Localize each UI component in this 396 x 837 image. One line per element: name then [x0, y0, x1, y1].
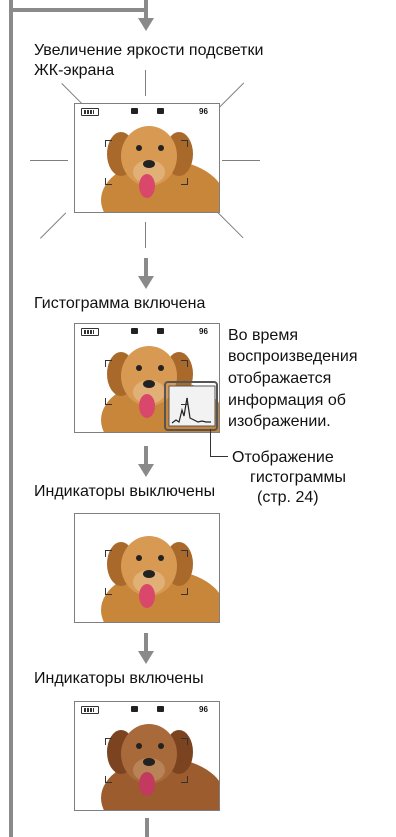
flow-connector-bottom [145, 818, 149, 837]
quality-icon [157, 706, 164, 712]
battery-icon [81, 328, 99, 336]
image-size-icon [131, 108, 138, 114]
note-line: воспроизведения [228, 348, 358, 365]
battery-icon [81, 108, 99, 116]
note-line: изображении. [228, 413, 331, 430]
ray [217, 212, 244, 239]
focus-frame-icon [181, 776, 188, 783]
focus-frame-icon [105, 140, 112, 147]
focus-frame-icon [105, 178, 112, 185]
battery-icon [81, 706, 99, 714]
lcd-screen-no-indicators [74, 513, 220, 623]
focus-frame-icon [181, 398, 188, 405]
ray [218, 82, 245, 109]
focus-frame-icon [105, 588, 112, 595]
focus-frame-icon [105, 398, 112, 405]
note-line: информация об [228, 392, 346, 409]
ray [222, 160, 260, 161]
image-size-icon [131, 706, 138, 712]
focus-frame-icon [181, 140, 188, 147]
caption-indicators-on: Индикаторы включены [34, 670, 204, 687]
callout-leader [210, 456, 228, 457]
focus-frame-icon [105, 550, 112, 557]
focus-frame-icon [105, 776, 112, 783]
callout-leader [210, 429, 211, 456]
caption-brightness-line1: Увеличение яркости подсветки [34, 42, 264, 59]
focus-frame-icon [181, 550, 188, 557]
image-count: 96 [199, 327, 208, 336]
lcd-screen-indicators: 96 [74, 701, 220, 811]
flow-frame-left [9, 0, 13, 837]
arrow-down-icon [138, 446, 154, 478]
note-line: отображается [228, 370, 332, 387]
callout-text: (стр. 24) [257, 489, 319, 506]
arrow-down-icon [138, 258, 154, 290]
caption-indicators-off: Индикаторы выключены [34, 483, 216, 500]
arrow-down-icon [138, 633, 154, 665]
ray [40, 212, 67, 239]
caption-brightness-line2: ЖК-экрана [34, 62, 115, 79]
image-count: 96 [199, 705, 208, 714]
ray [30, 160, 68, 161]
arrow-down-icon [138, 0, 154, 32]
flow-frame-top [9, 8, 147, 12]
focus-frame-icon [181, 360, 188, 367]
focus-frame-icon [181, 588, 188, 595]
callout-text: гистограммы [250, 469, 346, 486]
focus-frame-icon [181, 738, 188, 745]
callout-text: Отображение [232, 449, 334, 466]
histogram-highlight [164, 381, 218, 431]
lcd-screen-histogram: 96 [74, 323, 220, 433]
quality-icon [157, 328, 164, 334]
ray [145, 70, 146, 96]
lcd-screen-bright: 96 [74, 103, 220, 213]
ray [145, 222, 146, 248]
quality-icon [157, 108, 164, 114]
image-count: 96 [199, 107, 208, 116]
focus-frame-icon [105, 360, 112, 367]
caption-histogram-on: Гистограмма включена [34, 295, 206, 312]
image-size-icon [131, 328, 138, 334]
focus-frame-icon [181, 178, 188, 185]
focus-frame-icon [105, 738, 112, 745]
note-line: Во время [228, 327, 298, 344]
